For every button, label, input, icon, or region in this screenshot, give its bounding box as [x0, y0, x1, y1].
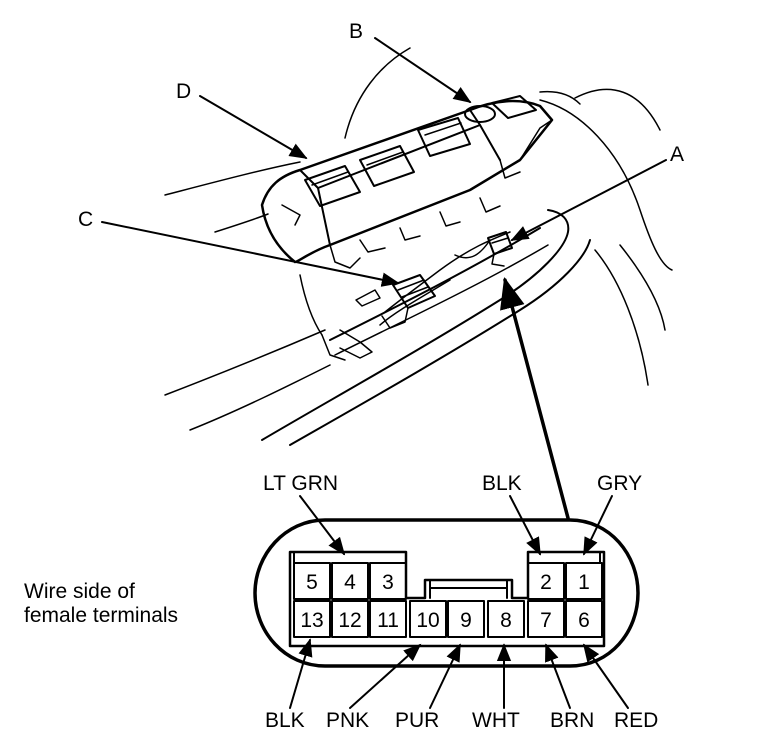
wire-leaders: [289, 495, 629, 709]
pin-9: 9: [460, 609, 472, 632]
wire-label-pnk: PNK: [326, 709, 369, 732]
callout-b: B: [349, 20, 363, 43]
wire-label-blk-bottom: BLK: [265, 709, 305, 732]
callout-a: A: [670, 143, 684, 166]
wire-label-pur: PUR: [395, 709, 439, 732]
wire-label-blk-top: BLK: [482, 472, 522, 495]
pin-13: 13: [300, 609, 323, 632]
wire-label-red: RED: [614, 709, 658, 732]
pin-10: 10: [416, 609, 439, 632]
pin-11: 11: [377, 609, 399, 632]
pin-4: 4: [344, 571, 356, 594]
pin-2: 2: [540, 571, 552, 594]
pin-3: 3: [382, 571, 394, 594]
pin-12: 12: [338, 609, 361, 632]
callout-leaders: [101, 37, 667, 287]
wire-label-lt-grn: LT GRN: [263, 472, 338, 495]
connector-pointer-arrow: [500, 276, 570, 520]
pin-5: 5: [306, 571, 318, 594]
connector-face: [253, 518, 640, 668]
pin-8: 8: [500, 609, 512, 632]
pin-1: 1: [578, 571, 590, 594]
pin-6: 6: [578, 609, 590, 632]
callout-d: D: [176, 80, 191, 103]
note-line-2: female terminals: [24, 604, 178, 627]
note-line-1: Wire side of: [24, 580, 135, 603]
wire-label-gry: GRY: [597, 472, 642, 495]
callout-c: C: [78, 208, 93, 231]
wire-label-brn: BRN: [550, 709, 594, 732]
pin-7: 7: [540, 609, 552, 632]
door-panel-illustration: [164, 47, 673, 446]
wire-label-wht: WHT: [472, 709, 520, 732]
